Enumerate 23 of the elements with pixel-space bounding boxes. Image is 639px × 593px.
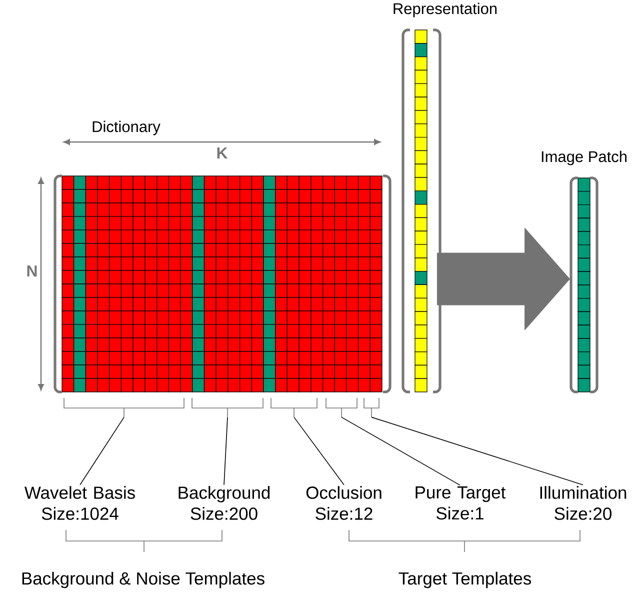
template-label: Wavelet Basis Size:1024 — [24, 486, 135, 520]
brace — [64, 398, 184, 418]
leader-line — [80, 416, 124, 486]
leader-line — [294, 416, 344, 486]
brace — [364, 398, 380, 418]
group-label: Target Templates — [398, 572, 531, 588]
title: Dictionary — [92, 120, 160, 136]
template-label: Illumination Size:20 — [540, 486, 626, 520]
brace — [270, 398, 318, 418]
brace — [192, 398, 264, 418]
title: Image Patch — [542, 150, 626, 166]
group-label: Background & Noise Templates — [22, 572, 264, 588]
leader-line — [224, 416, 228, 486]
leader-line — [371, 416, 584, 486]
template-label: Occlusion Size:12 — [306, 486, 382, 520]
dimension-label: K — [217, 147, 228, 158]
leader-line — [341, 416, 460, 486]
template-label: Pure Target Size:1 — [416, 486, 506, 520]
template-label: Background Size:200 — [178, 486, 270, 520]
brace — [326, 398, 358, 418]
title: Representation — [394, 2, 497, 18]
block-arrow — [436, 228, 570, 330]
dimension-label: N — [27, 265, 37, 276]
